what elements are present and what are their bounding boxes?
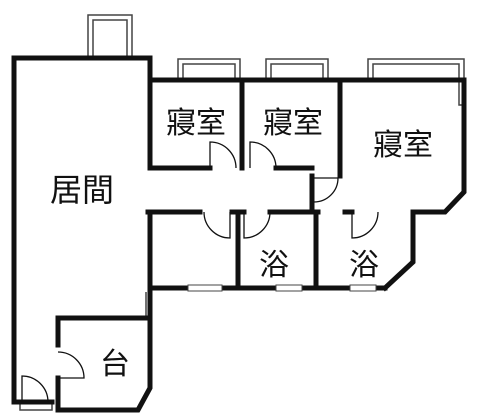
label-bedroom-3: 寢室 <box>373 128 433 163</box>
window-bedroom-2 <box>265 58 329 80</box>
wall-balcony-right <box>55 285 153 413</box>
top-balcony <box>87 14 133 57</box>
door-balcony <box>57 351 85 379</box>
door-bedroom-2 <box>249 141 277 169</box>
bath-windows <box>187 284 377 292</box>
label-living-room: 居間 <box>50 171 114 209</box>
room-labels: 寢室 寢室 寢室 居間 浴 浴 台 <box>50 106 433 382</box>
door-bedroom-3 <box>313 177 339 203</box>
door-bath-2 <box>351 211 379 239</box>
door-closet <box>203 211 231 239</box>
doors <box>21 141 379 403</box>
door-bedroom-1 <box>209 141 237 169</box>
wall-bath-2-right <box>381 209 416 292</box>
window-living-bottom <box>19 404 53 411</box>
wall-top-bedroom-3 <box>342 77 467 215</box>
interior-walls <box>55 77 355 413</box>
label-bath-1: 浴 <box>259 248 289 283</box>
label-bedroom-1: 寢室 <box>166 106 226 141</box>
door-entrance <box>21 375 49 403</box>
label-balcony: 台 <box>100 347 130 382</box>
label-bedroom-2: 寢室 <box>263 106 323 141</box>
label-bath-2: 浴 <box>349 248 379 283</box>
window-bedroom-1 <box>177 58 241 80</box>
door-bath-1 <box>243 211 271 239</box>
wall-top-bedrooms <box>147 55 348 83</box>
